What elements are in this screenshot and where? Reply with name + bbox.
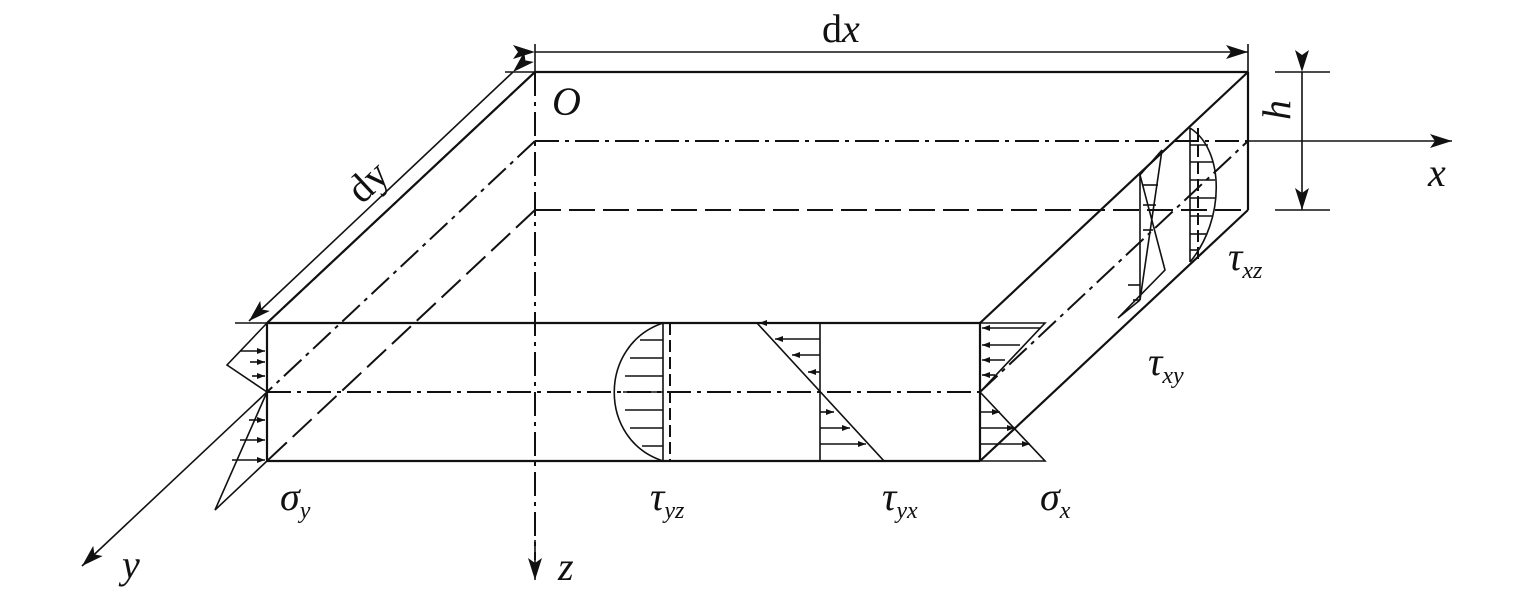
h-dimension: [1275, 50, 1330, 211]
tau-yz-label: τyz: [650, 474, 685, 524]
tau-xz-distribution: [1189, 127, 1217, 263]
dy-dimension: [235, 51, 535, 324]
y-axis-label: y: [118, 542, 140, 587]
dy-label: dy: [337, 151, 397, 211]
tau-xy-distribution: [1117, 149, 1166, 319]
x-axis-label: x: [1427, 150, 1446, 195]
sigma-y-label: σy: [280, 474, 311, 524]
dx-dimension: [513, 44, 1249, 72]
tau-yx-label: τyx: [882, 474, 918, 524]
z-axis-label: z: [557, 544, 574, 589]
hidden-lines: [266, 209, 1248, 462]
tau-xz-label: τxz: [1228, 234, 1263, 284]
tau-yx-distribution: [755, 320, 886, 462]
sigma-x-label: σx: [1040, 474, 1071, 524]
mid-plane-lines: [266, 71, 1249, 393]
tau-xy-label: τxy: [1148, 339, 1184, 389]
sigma-x-distribution: [978, 322, 1047, 462]
dx-label: dx: [822, 6, 860, 51]
plate-outline: [265, 70, 1250, 463]
tau-yz-distribution: [613, 322, 671, 462]
sigma-y-distribution: [214, 322, 269, 511]
y-axis: [81, 391, 268, 567]
origin-label: O: [552, 79, 581, 124]
h-label: h: [1254, 100, 1299, 120]
